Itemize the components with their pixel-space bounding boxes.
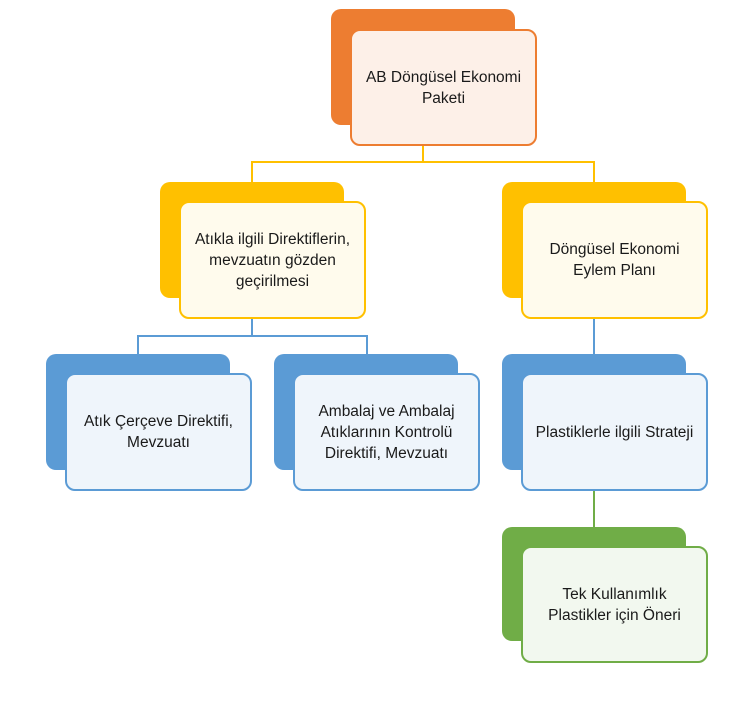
node-packaging-box: Ambalaj ve Ambalaj Atıklarının Kontrolü … — [293, 373, 480, 491]
connector-plastics-to-single-use — [593, 491, 595, 527]
connector-action-plan-to-plastics — [593, 318, 595, 355]
node-plastics-strategy-box: Plastiklerle ilgili Strateji — [521, 373, 708, 491]
node-action-plan-box: Döngüsel Ekonomi Eylem Planı — [521, 201, 708, 319]
connector-to-packaging — [366, 335, 368, 355]
connector-waste-directives-bar — [137, 335, 368, 337]
node-waste-framework-box: Atık Çerçeve Direktifi, Mevzuatı — [65, 373, 252, 491]
node-waste-framework-label: Atık Çerçeve Direktifi, Mevzuatı — [83, 413, 233, 451]
node-action-plan-label: Döngüsel Ekonomi Eylem Planı — [549, 241, 680, 279]
connector-waste-directives-stem — [251, 318, 253, 336]
node-waste-directives-box: Atıkla ilgili Direktiflerin, mevzuatın g… — [179, 201, 366, 319]
connector-root-to-action-plan — [593, 161, 595, 183]
node-packaging-label: Ambalaj ve Ambalaj Atıklarının Kontrolü … — [318, 402, 455, 462]
node-single-use-box: Tek Kullanımlık Plastikler için Öneri — [521, 546, 708, 663]
connector-to-waste-framework — [137, 335, 139, 355]
connector-root-to-waste-directives — [251, 161, 253, 183]
node-plastics-strategy-label: Plastiklerle ilgili Strateji — [535, 423, 694, 441]
node-root-box: AB Döngüsel Ekonomi Paketi — [350, 29, 537, 146]
node-root-label: AB Döngüsel Ekonomi Paketi — [365, 68, 522, 107]
connector-root-bar — [251, 161, 595, 163]
node-waste-directives-label: Atıkla ilgili Direktiflerin, mevzuatın g… — [194, 230, 351, 290]
connector-root-stem — [422, 145, 424, 162]
node-single-use-label: Tek Kullanımlık Plastikler için Öneri — [548, 585, 681, 624]
